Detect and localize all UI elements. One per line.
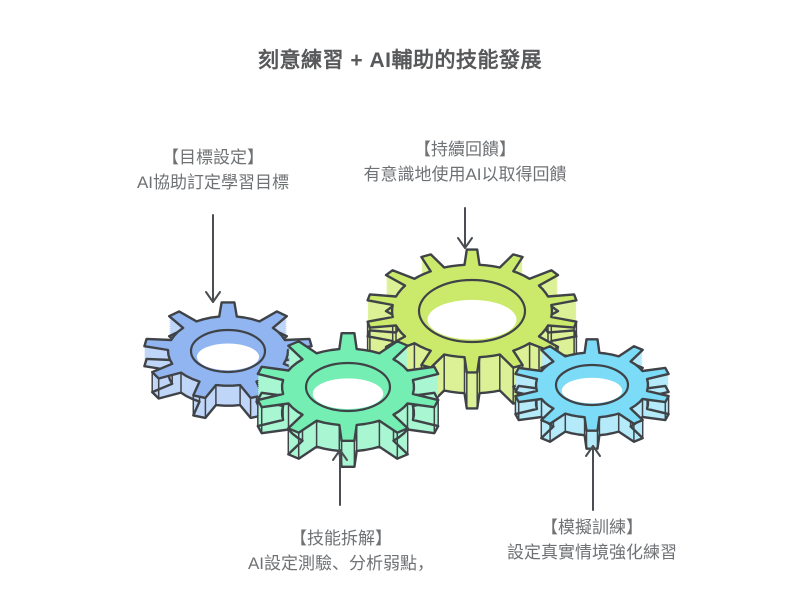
annotation-simulate-description: 設定真實情境強化練習 (507, 543, 677, 562)
arrow-goal-setting (205, 214, 221, 303)
arrow-skill-decompose (332, 449, 348, 506)
annotation-decompose-heading: 【技能拆解】 (290, 529, 392, 548)
annotation-feedback: 【持續回饋】 有意識地使用AI以取得回饋 (363, 137, 566, 187)
annotation-skill-decompose: 【技能拆解】 AI設定測驗、分析弱點， (248, 526, 434, 576)
annotation-simulate-heading: 【模擬訓練】 (541, 518, 643, 537)
page-title: 刻意練習 + AI輔助的技能發展 (258, 49, 542, 72)
gear-skill-decompose (256, 332, 440, 468)
gear-simulation (514, 338, 670, 450)
annotation-decompose-description: AI設定測驗、分析弱點， (247, 554, 435, 573)
annotation-goal-heading: 【目標設定】 (162, 148, 264, 167)
arrow-simulation (585, 445, 601, 511)
arrow-feedback (457, 207, 473, 249)
annotation-goal-description: AI協助訂定學習目標 (136, 173, 290, 192)
annotation-feedback-heading: 【持續回饋】 (414, 140, 516, 159)
annotation-goal-setting: 【目標設定】 AI協助訂定學習目標 (137, 145, 289, 195)
annotation-feedback-description: 有意識地使用AI以取得回饋 (363, 165, 567, 184)
annotation-simulation: 【模擬訓練】 設定真實情境強化練習 (507, 515, 677, 565)
